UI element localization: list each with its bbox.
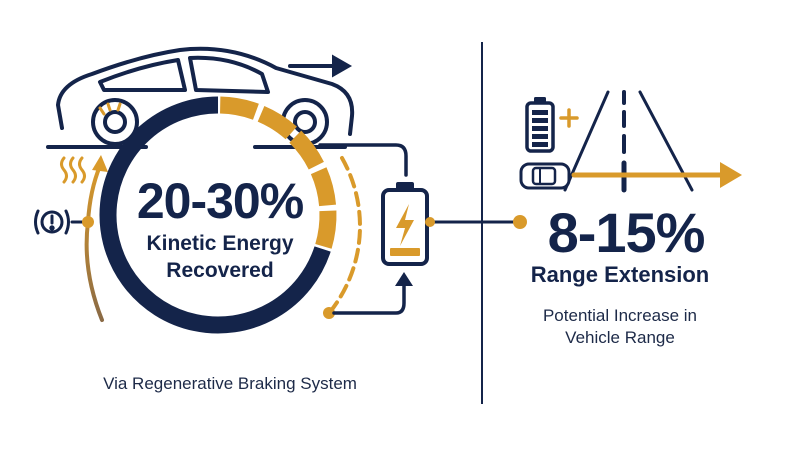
wheel-heat-icon: [98, 102, 122, 116]
kinetic-energy-label-line2: Recovered: [166, 259, 274, 282]
heat-waves-icon: [60, 156, 86, 184]
battery-charging-icon: [381, 182, 429, 266]
brake-warning-icon: [34, 209, 70, 235]
ring-recovered-segment: [219, 96, 259, 120]
ring-recovered-segment: [289, 130, 324, 170]
regen-caption: Via Regenerative Braking System: [103, 374, 357, 393]
return-connector: [332, 280, 406, 315]
flow-dot: [323, 307, 335, 319]
progress-ring: [99, 96, 337, 334]
battery-plus-icon: [525, 97, 579, 153]
ring-recovered-segment: [257, 105, 297, 140]
range-arrow: [571, 162, 742, 188]
ring-recovered-segment: [315, 210, 337, 249]
kinetic-energy-percentage: 20-30%: [136, 173, 304, 229]
charge-connector: [318, 143, 408, 177]
range-extension-percentage: 8-15%: [547, 201, 706, 264]
recovered-dashed-arc: [328, 156, 362, 314]
range-extension-label: Range Extension: [530, 262, 710, 287]
ring-remaining-arc: [99, 96, 331, 334]
flow-dot: [82, 216, 94, 228]
arrow-up-icon: [395, 272, 413, 286]
flow-dot: [425, 217, 435, 227]
flow-dot: [513, 215, 527, 229]
energy-flow-arrow: [92, 155, 108, 172]
kinetic-energy-label: Kinetic Energy Recovered: [100, 230, 340, 284]
arrow-right-icon: [288, 54, 353, 78]
range-description: Potential Increase in Vehicle Range: [500, 305, 740, 349]
kinetic-energy-label-line1: Kinetic Energy: [146, 232, 294, 255]
ring-recovered-segment: [310, 167, 337, 207]
range-description-line2: Vehicle Range: [565, 328, 675, 347]
car-top-icon: [519, 162, 571, 190]
range-description-line1: Potential Increase in: [542, 306, 698, 325]
car-side-icon: [56, 46, 355, 146]
